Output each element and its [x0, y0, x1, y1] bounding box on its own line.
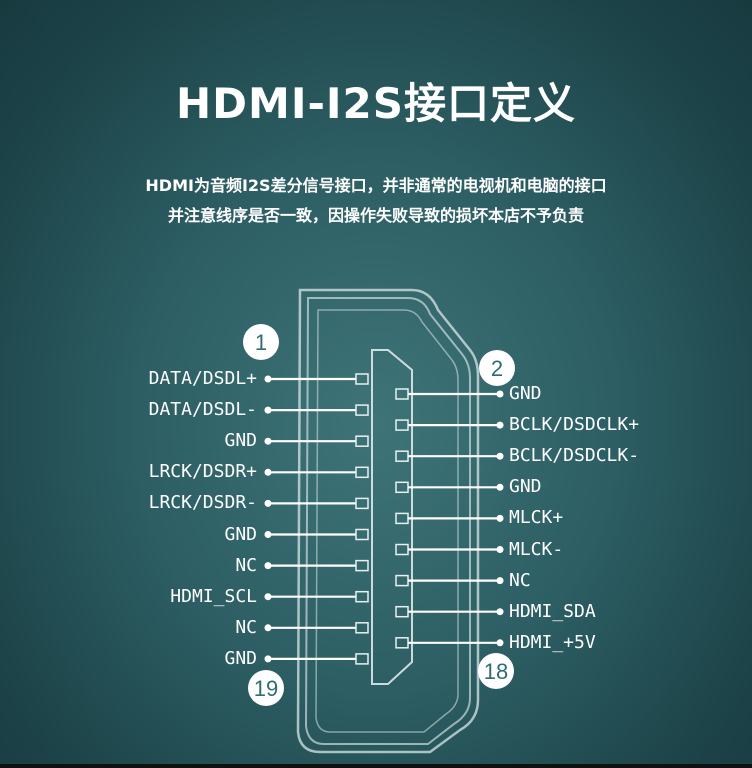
right-pin-label: GND: [509, 383, 542, 404]
badge-circle-1: [243, 324, 279, 360]
right-pin-pad: [395, 637, 409, 649]
right-pin-pad: [395, 388, 409, 400]
left-pin-pad: [355, 653, 369, 665]
left-pin-label: HDMI_SCL: [170, 585, 257, 607]
badge-text-2: 2: [491, 356, 503, 381]
badge-text-1: 1: [255, 330, 267, 355]
bottom-divider: [0, 764, 752, 768]
right-pin-dot: [496, 421, 504, 429]
badge-circle-2: [479, 350, 515, 386]
connector-outline-outer: [296, 288, 480, 754]
left-pin-label: NC: [235, 554, 257, 576]
right-pin-pad: [395, 481, 409, 494]
right-pin-dot: [496, 608, 504, 616]
right-pin-pad: [395, 605, 409, 618]
right-pin-label: NC: [509, 569, 531, 591]
right-pin-dot: [496, 639, 504, 647]
right-pin-label: BCLK/DSDCLK+: [509, 414, 640, 436]
right-pin-dot: [496, 452, 504, 460]
badge-circle-19: [248, 670, 284, 706]
left-pin-pad: [355, 373, 369, 385]
right-pin-label: HDMI_+5V: [509, 631, 596, 653]
left-pin-pad: [355, 528, 369, 541]
right-pin-label: MLCK-: [509, 538, 564, 560]
left-pin-pad: [355, 435, 369, 447]
right-pin-label: HDMI_SDA: [509, 600, 596, 622]
left-pin-label: LRCK/DSDR-: [148, 492, 257, 514]
right-pin-label: MLCK+: [509, 507, 564, 529]
right-pin-dot: [496, 546, 504, 553]
page-title: HDMI-I2S接口定义: [176, 79, 576, 128]
left-pin-pad: [355, 404, 369, 416]
right-pin-dot: [496, 577, 504, 585]
right-pin-label: BCLK/DSDCLK-: [509, 445, 640, 467]
right-pin-pad: [395, 543, 409, 556]
left-pin-pad: [355, 559, 369, 572]
right-pin-pad: [395, 450, 409, 462]
pin-block: [371, 349, 413, 685]
left-pin-label: LRCK/DSDR+: [148, 461, 257, 483]
badge-circle-18: [478, 653, 514, 689]
left-pin-label: GND: [224, 523, 257, 545]
pin-lines: [264, 373, 504, 665]
left-pin-label: NC: [235, 616, 257, 638]
right-pin-pad: [395, 419, 409, 431]
badge-text-18: 18: [484, 659, 508, 684]
right-pin-pad: [395, 574, 409, 587]
left-pin-pad: [355, 590, 369, 603]
subtitle-line-2: 并注意线序是否一致，因操作失败导致的损坏本店不予负责: [167, 206, 584, 225]
connector-outline-inner: [315, 309, 459, 733]
left-pin-label: DATA/DSDL+: [148, 368, 257, 389]
connector-outline-middle: [304, 297, 471, 745]
badge-text-19: 19: [254, 676, 278, 701]
left-pin-label: GND: [224, 647, 257, 669]
right-pin-label: GND: [509, 476, 542, 498]
left-pin-pad: [355, 466, 369, 479]
left-pin-pad: [355, 497, 369, 510]
right-pin-dot: [496, 514, 504, 522]
right-pin-dot: [496, 390, 504, 398]
left-pin-label: GND: [224, 430, 257, 452]
right-pin-pad: [395, 512, 409, 525]
right-pin-dot: [496, 483, 504, 491]
left-pin-pad: [355, 622, 369, 634]
left-pin-label: DATA/DSDL-: [148, 399, 257, 421]
subtitle-line-1: HDMI为音频I2S差分信号接口，并非通常的电视机和电脑的接口: [145, 176, 607, 195]
